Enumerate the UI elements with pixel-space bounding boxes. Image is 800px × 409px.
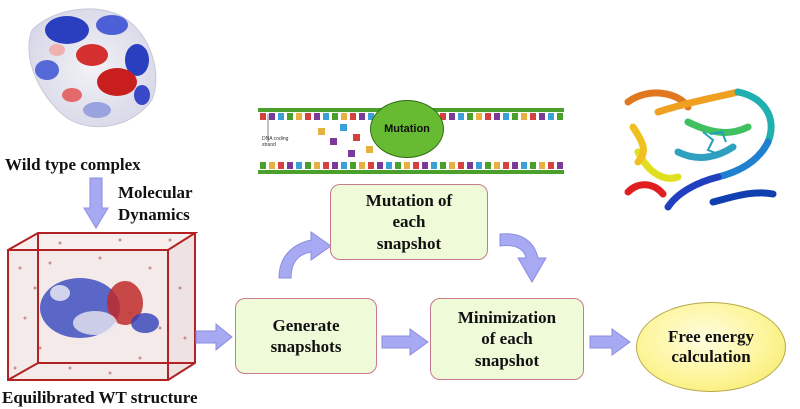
dna-base-tile bbox=[485, 113, 491, 120]
dna-base-tile bbox=[386, 162, 392, 169]
dna-base-tile bbox=[350, 162, 356, 169]
dna-base-tile bbox=[404, 162, 410, 169]
dna-base-tile bbox=[305, 162, 311, 169]
curved-arrow-to-mutation bbox=[278, 231, 332, 279]
dna-base-tile bbox=[296, 113, 302, 120]
down-arrow bbox=[83, 177, 109, 229]
dna-base-tile bbox=[449, 113, 455, 120]
dna-base-tile bbox=[422, 162, 428, 169]
dna-base-tile bbox=[368, 113, 374, 120]
dna-base-tile bbox=[521, 113, 527, 120]
arrow-md-to-generate bbox=[195, 322, 233, 352]
dna-base-tile bbox=[440, 113, 446, 120]
protein-surface-image bbox=[28, 8, 157, 128]
wild-type-label: Wild type complex bbox=[5, 155, 141, 174]
free-energy-line2: calculation bbox=[671, 347, 751, 366]
dna-strand-label-line2: strand bbox=[262, 142, 276, 148]
dna-base-tile bbox=[332, 162, 338, 169]
dna-base-tile bbox=[539, 113, 545, 120]
md-label-line1: Molecular bbox=[118, 183, 193, 202]
dna-base-tile bbox=[323, 162, 329, 169]
dna-base-tile bbox=[278, 162, 284, 169]
dna-base-tile bbox=[485, 162, 491, 169]
dna-base-tile bbox=[467, 113, 473, 120]
dna-strand-label-line1: DNA coding bbox=[262, 136, 289, 142]
equilibrated-label: Equilibrated WT structure bbox=[2, 388, 198, 407]
minimization-line3: snapshot bbox=[474, 350, 540, 370]
dna-base-tile bbox=[350, 113, 356, 120]
mutation-line1: Mutation of bbox=[365, 191, 453, 211]
dna-base-tile bbox=[503, 113, 509, 120]
dna-base-tile bbox=[476, 162, 482, 169]
dna-base-tile bbox=[521, 162, 527, 169]
dna-base-tile bbox=[341, 162, 347, 169]
dna-base-tile bbox=[287, 162, 293, 169]
free-energy-line1: Free energy bbox=[667, 326, 755, 346]
md-label-line2: Dynamics bbox=[118, 205, 190, 224]
generate-line2: snapshots bbox=[270, 337, 342, 356]
mutation-line3: snapshot bbox=[376, 233, 442, 253]
dna-base-tile bbox=[548, 113, 554, 120]
dna-base-tile bbox=[341, 113, 347, 120]
minimization-line1: Minimization bbox=[457, 308, 557, 328]
dna-base-tile bbox=[557, 162, 563, 169]
dna-base-tile bbox=[314, 113, 320, 120]
dna-base-tile bbox=[548, 162, 554, 169]
dna-base-tile bbox=[287, 113, 293, 120]
dna-base-tile bbox=[332, 113, 338, 120]
dna-base-tile bbox=[323, 113, 329, 120]
generate-line1: Generate bbox=[272, 315, 340, 335]
dna-base-tile bbox=[467, 162, 473, 169]
minimization-line2: of each bbox=[481, 329, 533, 349]
dna-base-tile bbox=[260, 162, 266, 169]
dna-base-tile bbox=[359, 113, 365, 120]
dna-base-tile bbox=[494, 162, 500, 169]
ribbon-protein-image bbox=[624, 88, 777, 211]
dna-base-tile bbox=[260, 113, 266, 120]
dna-base-tile bbox=[458, 162, 464, 169]
dna-base-tile bbox=[377, 162, 383, 169]
dna-base-tile bbox=[476, 113, 482, 120]
arrow-minimization-to-free-energy bbox=[589, 328, 631, 356]
dna-base-tile bbox=[440, 162, 446, 169]
dna-base-tile bbox=[431, 162, 437, 169]
dna-base-tile bbox=[503, 162, 509, 169]
mutation-ellipse: Mutation bbox=[370, 100, 444, 158]
dna-base-tile bbox=[269, 113, 275, 120]
mutation-line2: each bbox=[392, 212, 426, 232]
arrow-generate-to-minimization bbox=[381, 328, 429, 356]
dna-base-tile bbox=[314, 162, 320, 169]
dna-base-tile bbox=[458, 113, 464, 120]
dna-base-tile bbox=[530, 162, 536, 169]
dna-base-tile bbox=[530, 113, 536, 120]
dna-base-tile bbox=[413, 162, 419, 169]
curved-arrow-to-minimization bbox=[499, 233, 547, 283]
md-water-box-image bbox=[7, 232, 199, 381]
dna-base-tile bbox=[449, 162, 455, 169]
dna-base-tile bbox=[539, 162, 545, 169]
dna-base-tile bbox=[368, 162, 374, 169]
dna-base-tile bbox=[557, 113, 563, 120]
dna-base-tile bbox=[359, 162, 365, 169]
dna-base-tile bbox=[305, 113, 311, 120]
dna-base-tile bbox=[269, 162, 275, 169]
dna-base-tile bbox=[296, 162, 302, 169]
dna-base-tile bbox=[512, 113, 518, 120]
generate-snapshots-box: Generate snapshots bbox=[235, 298, 377, 374]
dna-base-tile bbox=[395, 162, 401, 169]
dna-base-tile bbox=[512, 162, 518, 169]
dna-base-tile bbox=[278, 113, 284, 120]
dna-base-tile bbox=[494, 113, 500, 120]
